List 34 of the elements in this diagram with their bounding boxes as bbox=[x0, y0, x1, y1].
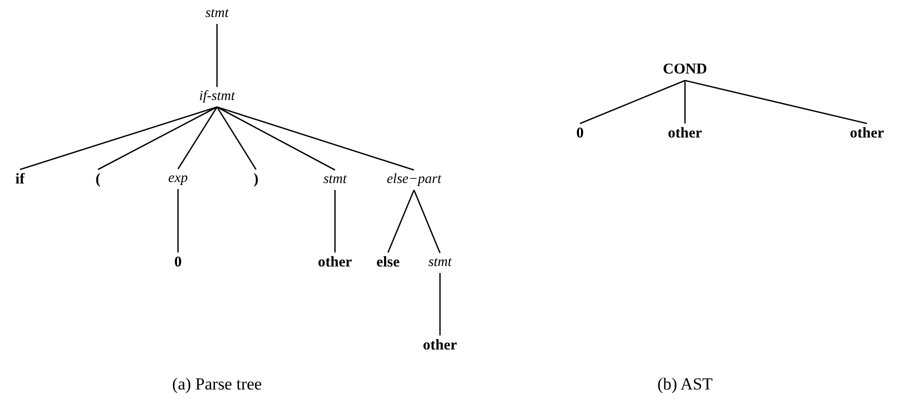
tree-edge bbox=[387, 190, 415, 253]
terminal-symbol: other bbox=[318, 256, 352, 270]
nonterminal-symbol: if-stmt bbox=[199, 90, 235, 104]
tree-edge bbox=[684, 80, 868, 124]
tree-edge bbox=[684, 80, 686, 124]
nonterminal-symbol: exp bbox=[168, 172, 188, 186]
nonterminal-symbol: stmt bbox=[323, 173, 347, 187]
figure-caption: (a) Parse tree bbox=[172, 376, 262, 392]
terminal-symbol: other bbox=[422, 338, 458, 354]
terminal-symbol: ) bbox=[254, 172, 258, 188]
terminal-symbol: if bbox=[15, 172, 25, 188]
tree-edge bbox=[177, 106, 218, 170]
tree-edge bbox=[177, 189, 179, 252]
terminal-symbol: 0 bbox=[576, 126, 584, 142]
nonterminal-symbol: stmt bbox=[205, 7, 229, 21]
nonterminal-symbol: stmt bbox=[428, 256, 452, 270]
terminal-symbol: else bbox=[376, 256, 400, 270]
tree-edge bbox=[334, 190, 336, 252]
terminal-symbol: other bbox=[668, 126, 702, 142]
figure-caption: (b) AST bbox=[657, 376, 713, 392]
terminal-symbol: ( bbox=[96, 172, 100, 188]
terminal-symbol: other bbox=[850, 126, 884, 142]
tree-edge bbox=[20, 106, 218, 170]
tree-edge bbox=[98, 106, 218, 170]
tree-edge bbox=[216, 106, 414, 171]
tree-edge bbox=[413, 190, 441, 254]
tree-edge bbox=[580, 80, 686, 124]
nonterminal-symbol: else−part bbox=[386, 173, 442, 187]
tree-edge bbox=[439, 273, 441, 336]
tree-edge bbox=[216, 106, 336, 171]
tree-edge bbox=[216, 106, 257, 170]
terminal-symbol: 0 bbox=[174, 256, 182, 270]
tree-edge bbox=[216, 24, 218, 87]
terminal-symbol: COND bbox=[662, 62, 708, 78]
